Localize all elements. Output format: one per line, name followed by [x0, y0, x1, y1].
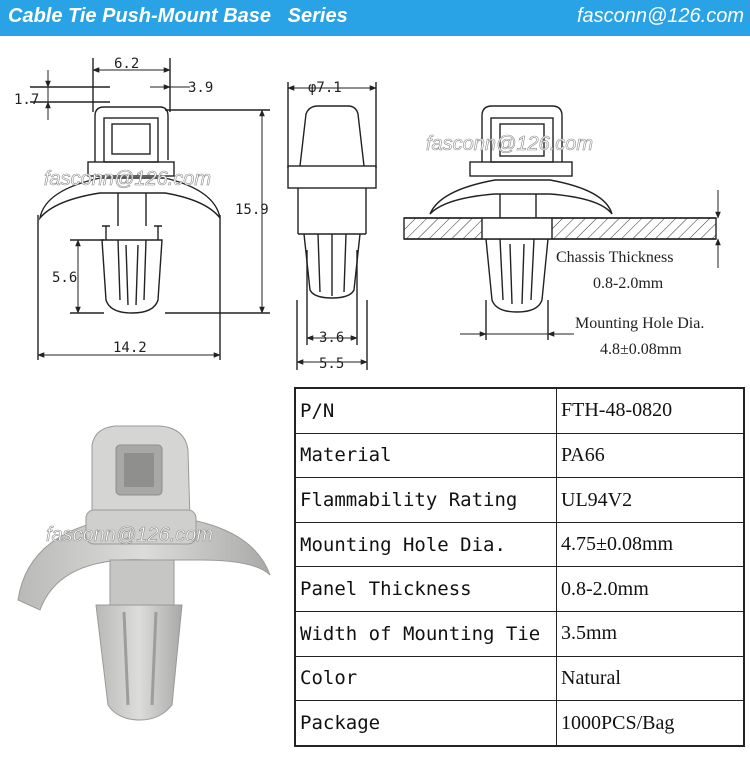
spec-label: Flammability Rating: [294, 477, 557, 523]
front-view: [30, 58, 270, 360]
page-title: Cable Tie Push-Mount Base Series: [8, 5, 348, 27]
spec-label: Panel Thickness: [294, 566, 557, 613]
header-bar: Cable Tie Push-Mount Base Series fasconn…: [0, 0, 750, 36]
spec-value: FTH-48-0820: [556, 387, 745, 434]
spec-label: Color: [294, 655, 557, 702]
dim-neck-width: 5.5: [319, 356, 344, 372]
dim-left-offset: 1.7: [14, 92, 39, 108]
spec-value: 4.75±0.08mm: [556, 521, 745, 568]
watermark-photo: fasconn@126.com: [46, 524, 213, 546]
mounting-hole-value: 4.8±0.08mm: [600, 341, 682, 358]
chassis-thickness-value: 0.8-2.0mm: [593, 275, 664, 292]
dim-height: 15.9: [235, 202, 269, 218]
mounting-hole-label: Mounting Hole Dia.: [575, 315, 704, 332]
watermark-drawing-right: fasconn@126.com: [426, 133, 593, 155]
dim-leg-height: 5.6: [52, 270, 77, 286]
spec-label: Package: [294, 700, 557, 747]
dim-diameter: φ7.1: [308, 80, 342, 96]
chassis-thickness-label: Chassis Thickness: [556, 249, 673, 266]
technical-drawing: 6.2 3.9 1.7 15.9 5.6 14.2 fasconn@126.co…: [14, 56, 721, 372]
table-row: Mounting Hole Dia.4.75±0.08mm: [294, 521, 745, 568]
dim-tip-width: 3.6: [319, 330, 344, 346]
watermark-drawing-left: fasconn@126.com: [44, 168, 211, 190]
spec-label: Material: [294, 432, 557, 479]
spec-value: 3.5mm: [556, 611, 745, 657]
contact-email: fasconn@126.com: [576, 5, 744, 27]
side-view-dims: [287, 85, 377, 365]
spec-value: UL94V2: [556, 477, 745, 523]
spec-label: P/N: [294, 387, 557, 434]
dim-top-width: 6.2: [114, 56, 139, 72]
section-view: [403, 105, 717, 340]
spec-label: Width of Mounting Tie: [294, 611, 557, 657]
dim-base-width: 14.2: [113, 340, 147, 356]
section-view-dims: [460, 190, 721, 337]
spec-value: PA66: [556, 432, 745, 479]
spec-value: Natural: [556, 655, 745, 702]
product-photo: fasconn@126.com: [17, 425, 271, 721]
front-view-dims: [37, 67, 265, 358]
spec-value: 0.8-2.0mm: [556, 566, 745, 613]
side-view: [287, 82, 377, 370]
dim-right-offset: 3.9: [188, 80, 213, 96]
spec-label: Mounting Hole Dia.: [294, 521, 557, 568]
spec-value: 1000PCS/Bag: [556, 700, 745, 747]
